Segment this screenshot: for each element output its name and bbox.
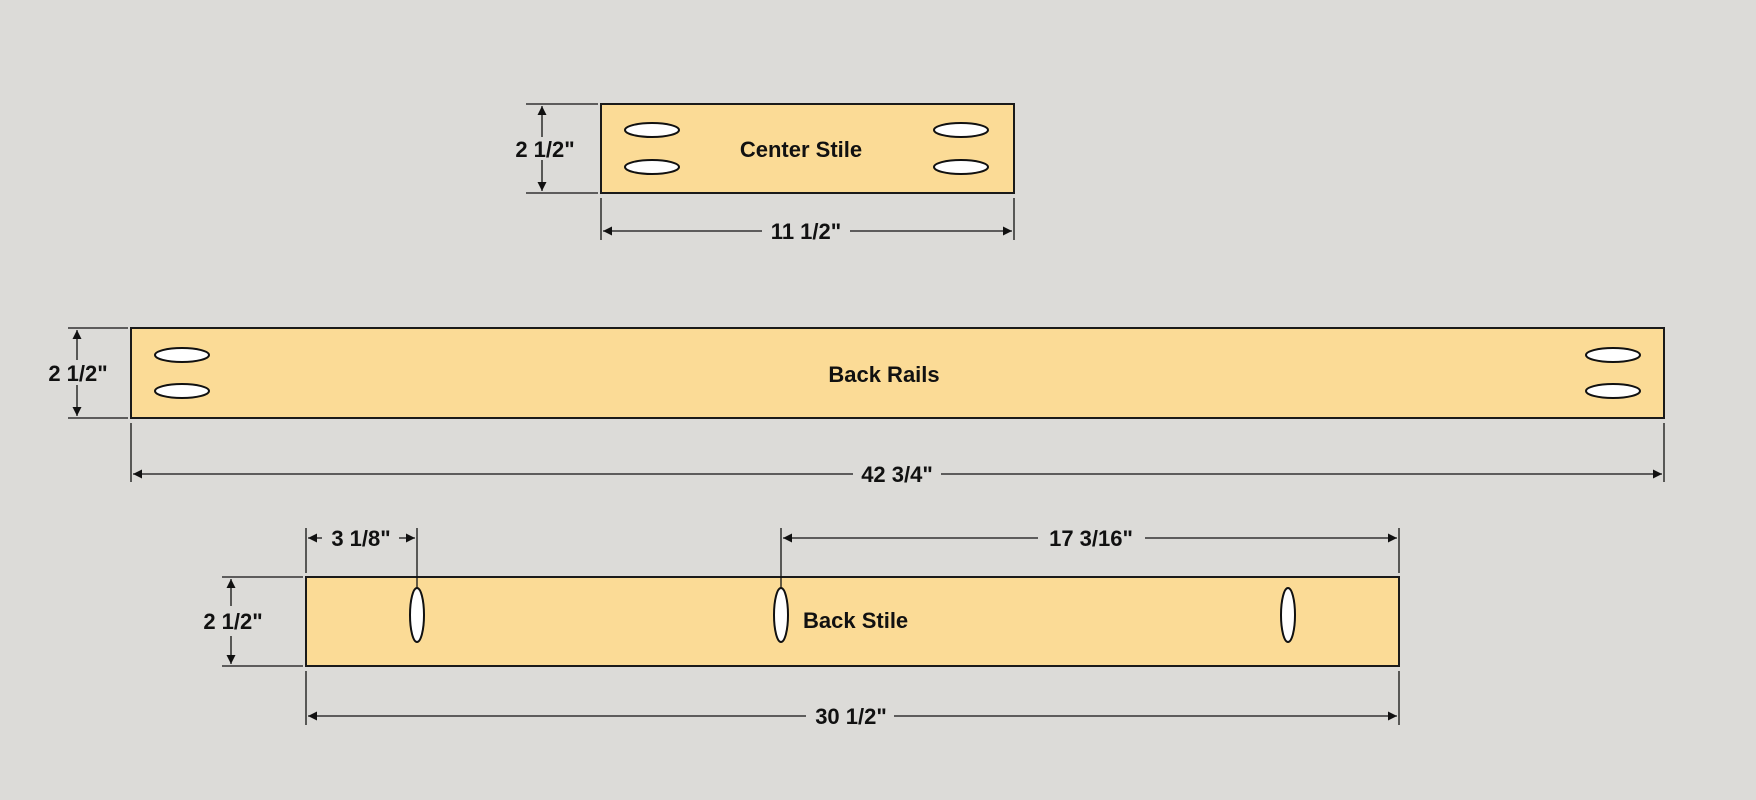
pocket-hole (1280, 587, 1296, 643)
back-rails-width-label: 2 1/2" (48, 361, 107, 386)
back-stile-length-label: 30 1/2" (815, 704, 887, 729)
pocket-hole (933, 159, 989, 175)
back-stile-hole-offset-label: 3 1/8" (331, 526, 390, 551)
pocket-hole (409, 587, 425, 643)
pocket-hole (1585, 347, 1641, 363)
back-rails-board (130, 327, 1665, 419)
center-stile-board (600, 103, 1015, 194)
back-rails-label: Back Rails (828, 362, 939, 387)
back-stile-board (305, 576, 1400, 667)
back-stile-hole-offset-dimension: 3 1/8" (305, 525, 418, 588)
pocket-hole (773, 587, 789, 643)
pocket-hole (933, 122, 989, 138)
back-rails-length-dimension: 42 3/4" (130, 423, 1665, 487)
pocket-hole (154, 347, 210, 363)
pocket-hole (1585, 383, 1641, 399)
back-stile-label: Back Stile (803, 608, 908, 633)
back-stile-length-dimension: 30 1/2" (305, 671, 1400, 729)
back-stile: Back Stile 2 1/2" 3 1/8" 17 3/16" (203, 525, 1400, 729)
center-stile-length-dimension: 11 1/2" (600, 198, 1015, 244)
back-stile-hole-spacing-dimension: 17 3/16" (780, 525, 1400, 588)
back-rails-length-label: 42 3/4" (861, 462, 933, 487)
back-rails-width-dimension: 2 1/2" (48, 327, 128, 419)
back-stile-width-label: 2 1/2" (203, 609, 262, 634)
pocket-hole (624, 122, 680, 138)
center-stile-label: Center Stile (740, 137, 862, 162)
center-stile-width-label: 2 1/2" (515, 137, 574, 162)
center-stile-length-label: 11 1/2" (771, 219, 841, 244)
center-stile: Center Stile 2 1/2" 11 1/2" (515, 103, 1015, 244)
back-stile-hole-spacing-label: 17 3/16" (1049, 526, 1133, 551)
back-stile-width-dimension: 2 1/2" (203, 576, 303, 667)
center-stile-width-dimension: 2 1/2" (515, 103, 598, 194)
pocket-hole (624, 159, 680, 175)
back-rails: Back Rails 2 1/2" 42 3/4" (48, 327, 1665, 487)
pocket-hole (154, 383, 210, 399)
